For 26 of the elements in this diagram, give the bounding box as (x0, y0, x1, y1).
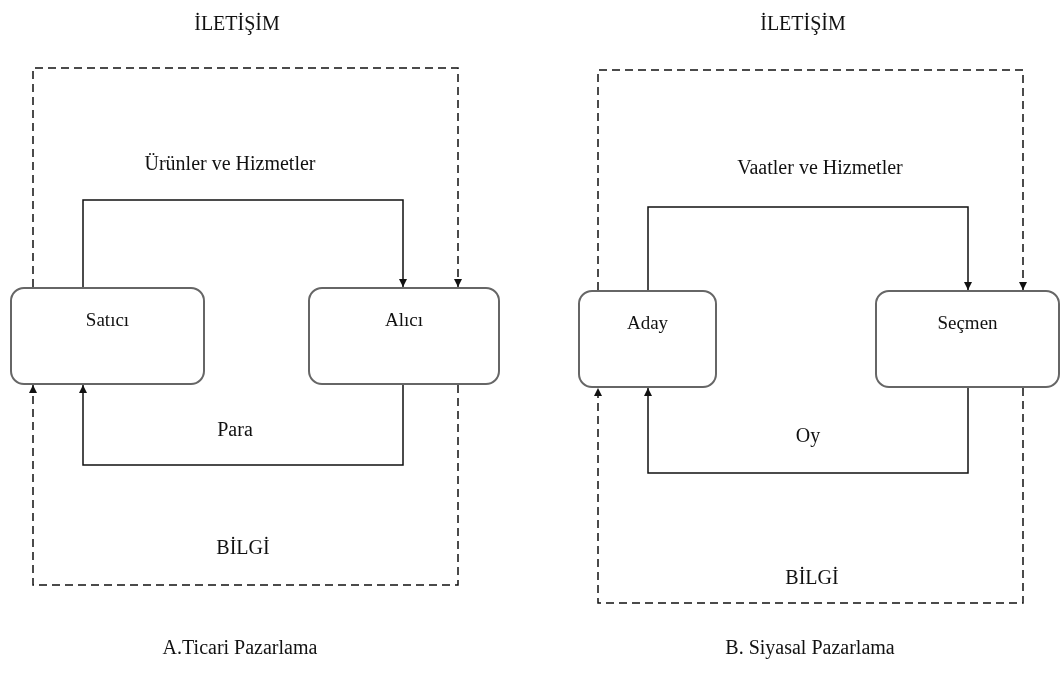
caption: B. Siyasal Pazarlama (725, 636, 895, 659)
node-label: Alıcı (384, 309, 424, 331)
arrow (597, 69, 1027, 291)
node-label: Satıcı (84, 309, 131, 331)
arrow (32, 67, 462, 288)
edge-label: İLETİŞİM (194, 12, 280, 35)
rounded-box (308, 287, 500, 385)
edge-label: Vaatler ve Hizmetler (737, 156, 903, 179)
rounded-box (578, 290, 717, 388)
arrow (82, 199, 407, 288)
rounded-box (875, 290, 1060, 388)
arrow (29, 384, 459, 586)
rounded-box (10, 287, 205, 385)
edge-label: Oy (795, 424, 821, 447)
node-label: Aday (625, 312, 670, 334)
edge-label: İLETİŞİM (760, 12, 846, 35)
arrow (647, 206, 972, 291)
caption: A.Ticari Pazarlama (162, 636, 318, 659)
node-label: Seçmen (936, 312, 999, 334)
edge-label: BİLGİ (216, 536, 270, 559)
arrow (594, 387, 1024, 604)
edge-label: Ürünler ve Hizmetler (144, 152, 316, 175)
arrow (79, 384, 404, 466)
edge-label: BİLGİ (785, 566, 839, 589)
edge-label: Para (217, 418, 253, 441)
arrow (644, 387, 969, 474)
